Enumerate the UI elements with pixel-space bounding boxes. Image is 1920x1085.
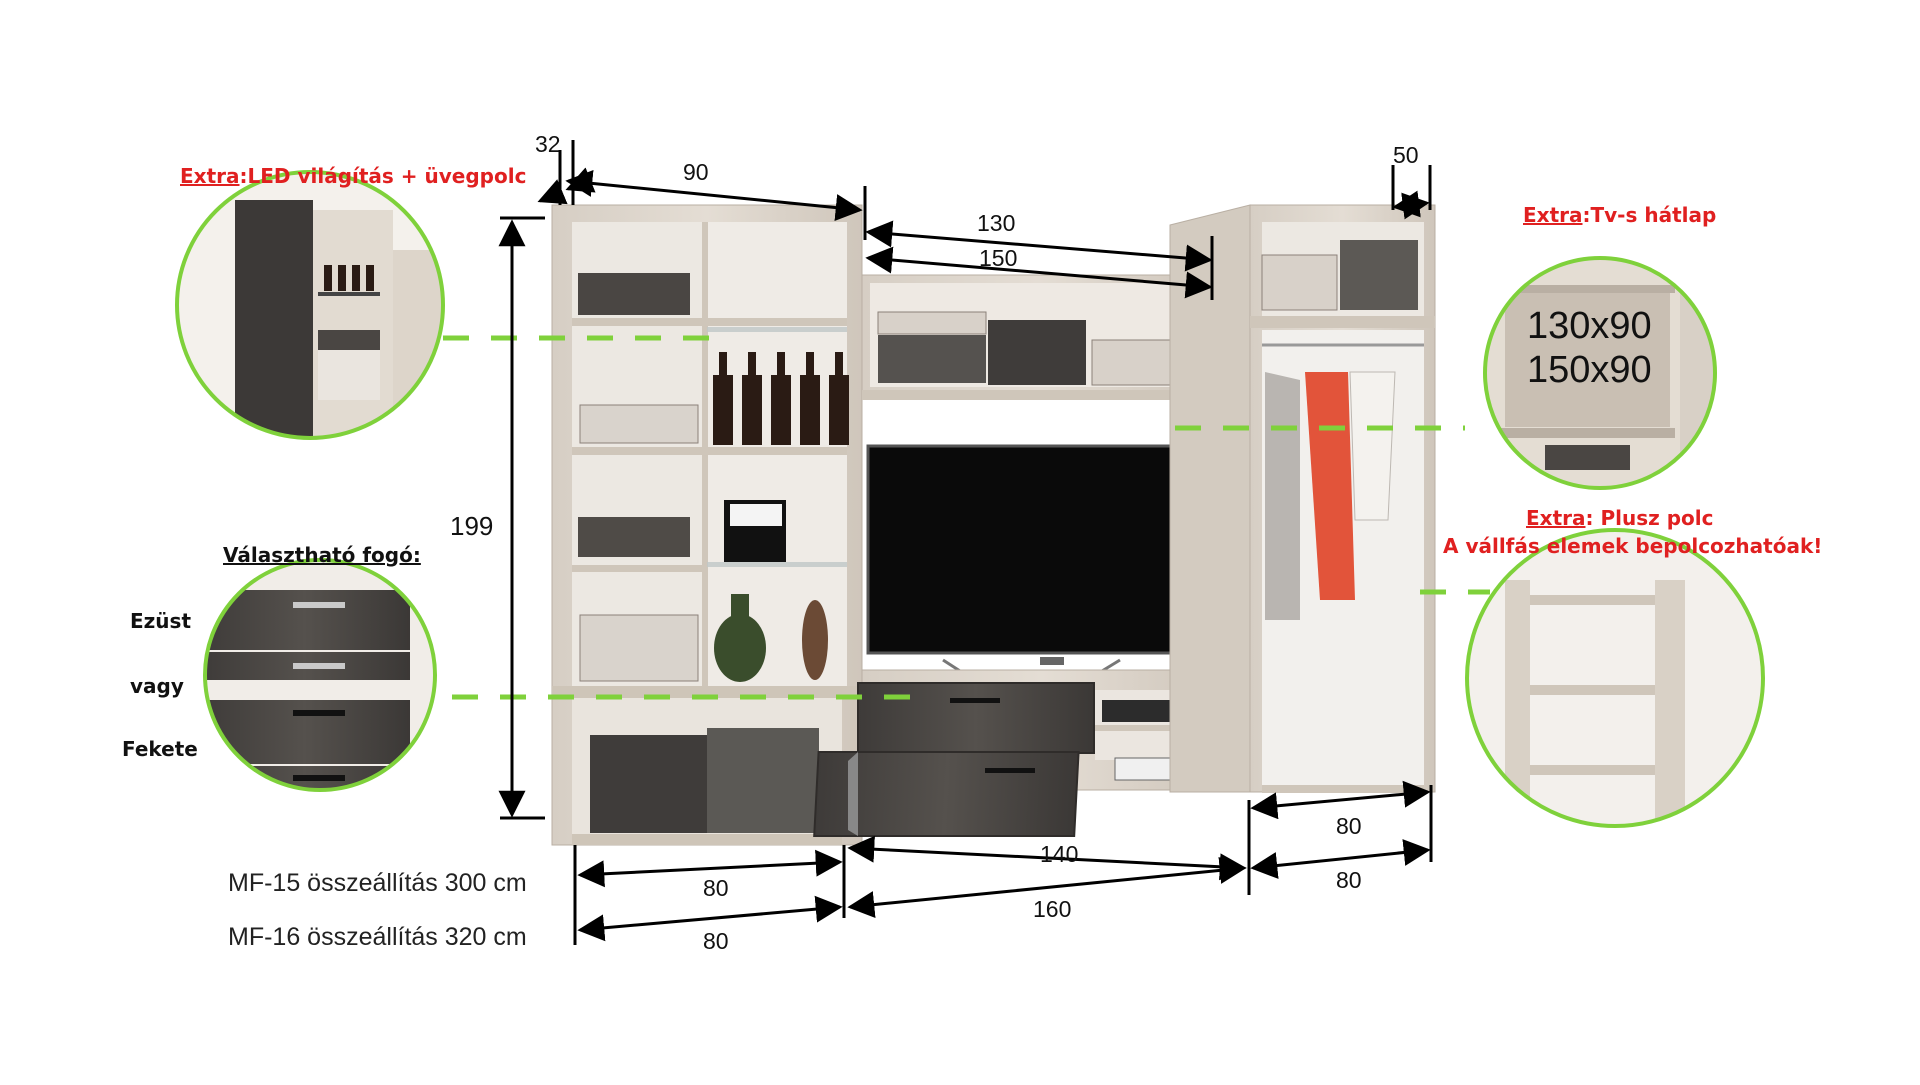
dim-depth-left: 32 (535, 131, 561, 157)
dim-bottom-mid-1: 140 (1040, 841, 1078, 867)
led-extra-word: Extra (180, 164, 239, 188)
dim-bottom-left-1: 80 (703, 875, 729, 901)
handle-option-or: vagy (130, 674, 184, 698)
dim-height: 199 (450, 511, 493, 541)
callout-connectors (443, 335, 1490, 700)
tv-size-150x90: 150x90 (1527, 349, 1652, 391)
dim-depth-right: 50 (1393, 142, 1419, 168)
tv-extra-word: Extra (1523, 203, 1582, 227)
plus-shelf-callout-inset (1465, 528, 1765, 828)
handle-option-silver: Ezüst (130, 609, 191, 633)
wardrobe-unit (1169, 204, 1436, 793)
dim-bottom-mid-2: 160 (1033, 896, 1071, 922)
led-extra-text: :LED világítás + üvegpolc (239, 164, 526, 188)
tv-callout-title: Extra:Tv-s hátlap (1523, 203, 1716, 227)
set-label-mf15: MF-15 összeállítás 300 cm (228, 869, 527, 897)
dim-tv-width-1: 130 (977, 210, 1015, 236)
tv-unit (813, 274, 1223, 837)
dimension-lines (498, 140, 1433, 945)
shelf-extra-text: : Plusz polc (1585, 506, 1713, 530)
dim-bottom-right-top: 80 (1336, 813, 1362, 839)
tv-backpanel-callout-inset (1483, 256, 1717, 490)
handle-callout-inset (203, 558, 437, 792)
set-label-mf16: MF-16 összeállítás 320 cm (228, 923, 527, 951)
shelf-extra-word: Extra (1526, 506, 1585, 530)
led-callout-inset (175, 170, 445, 440)
dim-bottom-right-1: 80 (1336, 867, 1362, 893)
tv-extra-text: :Tv-s hátlap (1582, 203, 1716, 227)
led-callout-title: Extra:LED világítás + üvegpolc (180, 164, 526, 188)
handle-option-black: Fekete (122, 737, 198, 761)
shelf-callout-line2: A vállfás elemek bepolcozhatóak! (1443, 534, 1822, 558)
dim-tv-width-2: 150 (979, 245, 1017, 271)
left-shelf-unit (551, 204, 863, 846)
dim-bottom-left-2: 80 (703, 928, 729, 954)
handle-callout-title: Választható fogó: (223, 543, 421, 567)
dim-width-left-top: 90 (683, 159, 709, 185)
shelf-callout-title: Extra: Plusz polc (1526, 506, 1713, 530)
tv-size-130x90: 130x90 (1527, 305, 1652, 347)
